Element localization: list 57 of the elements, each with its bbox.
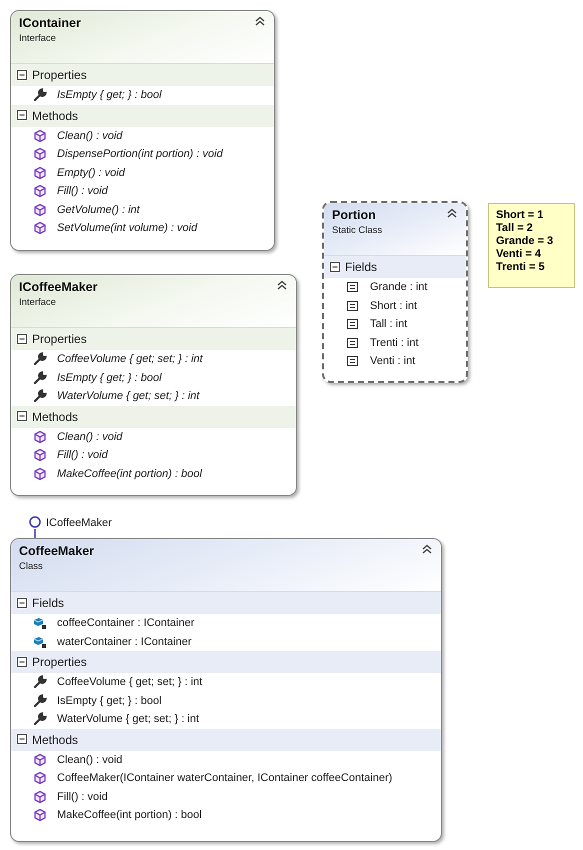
- compartment: [11, 592, 441, 651]
- class-kind: Static Class: [332, 225, 382, 236]
- compartment-title: Fields: [32, 596, 64, 610]
- member-text: IsEmpty { get; } : bool: [57, 89, 162, 102]
- member-text: MakeCoffee(int portion) : bool: [57, 809, 202, 822]
- member-text: Fill() : void: [57, 449, 108, 462]
- member-text: coffeeContainer : IContainer: [57, 617, 194, 630]
- member-text: Clean() : void: [57, 430, 122, 443]
- note-box: [488, 203, 575, 288]
- class-name: IContainer: [19, 16, 81, 30]
- note-text: Grande = 3: [496, 235, 554, 248]
- class-kind: Class: [19, 561, 43, 572]
- member-text: WaterVolume { get; set; } : int: [57, 390, 200, 402]
- member-text: IsEmpty { get; } : bool: [57, 694, 162, 707]
- member-text: IsEmpty { get; } : bool: [57, 372, 162, 384]
- interface-connector: [29, 516, 41, 538]
- member-text: CoffeeMaker(IContainer waterContainer, IContainer coffeeContainer): [57, 772, 392, 784]
- note-text: Tall = 2: [496, 222, 533, 235]
- member-text: waterContainer : IContainer: [57, 636, 192, 648]
- member-text: CoffeeVolume { get; set; } : int: [57, 353, 203, 366]
- member-text: GetVolume() : int: [57, 204, 140, 216]
- member-text: Trenti : int: [370, 336, 418, 349]
- member-text: Venti : int: [370, 355, 416, 368]
- compartment-title: Properties: [32, 68, 87, 82]
- note-text: Short = 1: [496, 209, 544, 222]
- class-box: [10, 538, 442, 842]
- compartment-title: Properties: [32, 332, 87, 346]
- member-text: Short : int: [370, 300, 418, 312]
- class-kind: Interface: [19, 297, 56, 308]
- class-name: Portion: [332, 208, 376, 222]
- note-text: Trenti = 5: [496, 261, 545, 274]
- class-box: [10, 10, 275, 251]
- compartment-title: Methods: [32, 410, 78, 424]
- compartment-title: Fields: [345, 260, 378, 274]
- member-text: CoffeeVolume { get; set; } : int: [57, 676, 202, 688]
- compartment-title: Methods: [32, 108, 78, 122]
- interface-label: ICoffeeMaker: [46, 517, 112, 529]
- note-text: Venti = 4: [496, 248, 541, 261]
- member-text: Grande : int: [370, 281, 428, 294]
- member-text: Clean() : void: [57, 754, 122, 766]
- compartment-title: Properties: [32, 655, 87, 669]
- class-name: ICoffeeMaker: [19, 280, 98, 294]
- member-text: SetVolume(int volume) : void: [57, 222, 198, 234]
- member-text: DispensePortion(int portion) : void: [57, 148, 223, 160]
- member-text: MakeCoffee(int portion) : bool: [57, 468, 202, 480]
- member-text: Tall : int: [370, 318, 408, 330]
- class-box: [10, 274, 297, 496]
- member-text: Fill() : void: [57, 790, 108, 803]
- class-kind: Interface: [19, 33, 56, 44]
- member-text: Empty() : void: [57, 166, 125, 179]
- class-name: CoffeeMaker: [19, 544, 94, 558]
- compartment: [11, 406, 296, 483]
- member-text: Clean() : void: [57, 130, 122, 142]
- member-text: Fill() : void: [57, 185, 108, 198]
- class-box: [322, 201, 468, 383]
- compartment-title: Methods: [32, 732, 78, 746]
- member-text: WaterVolume { get; set; } : int: [57, 713, 200, 726]
